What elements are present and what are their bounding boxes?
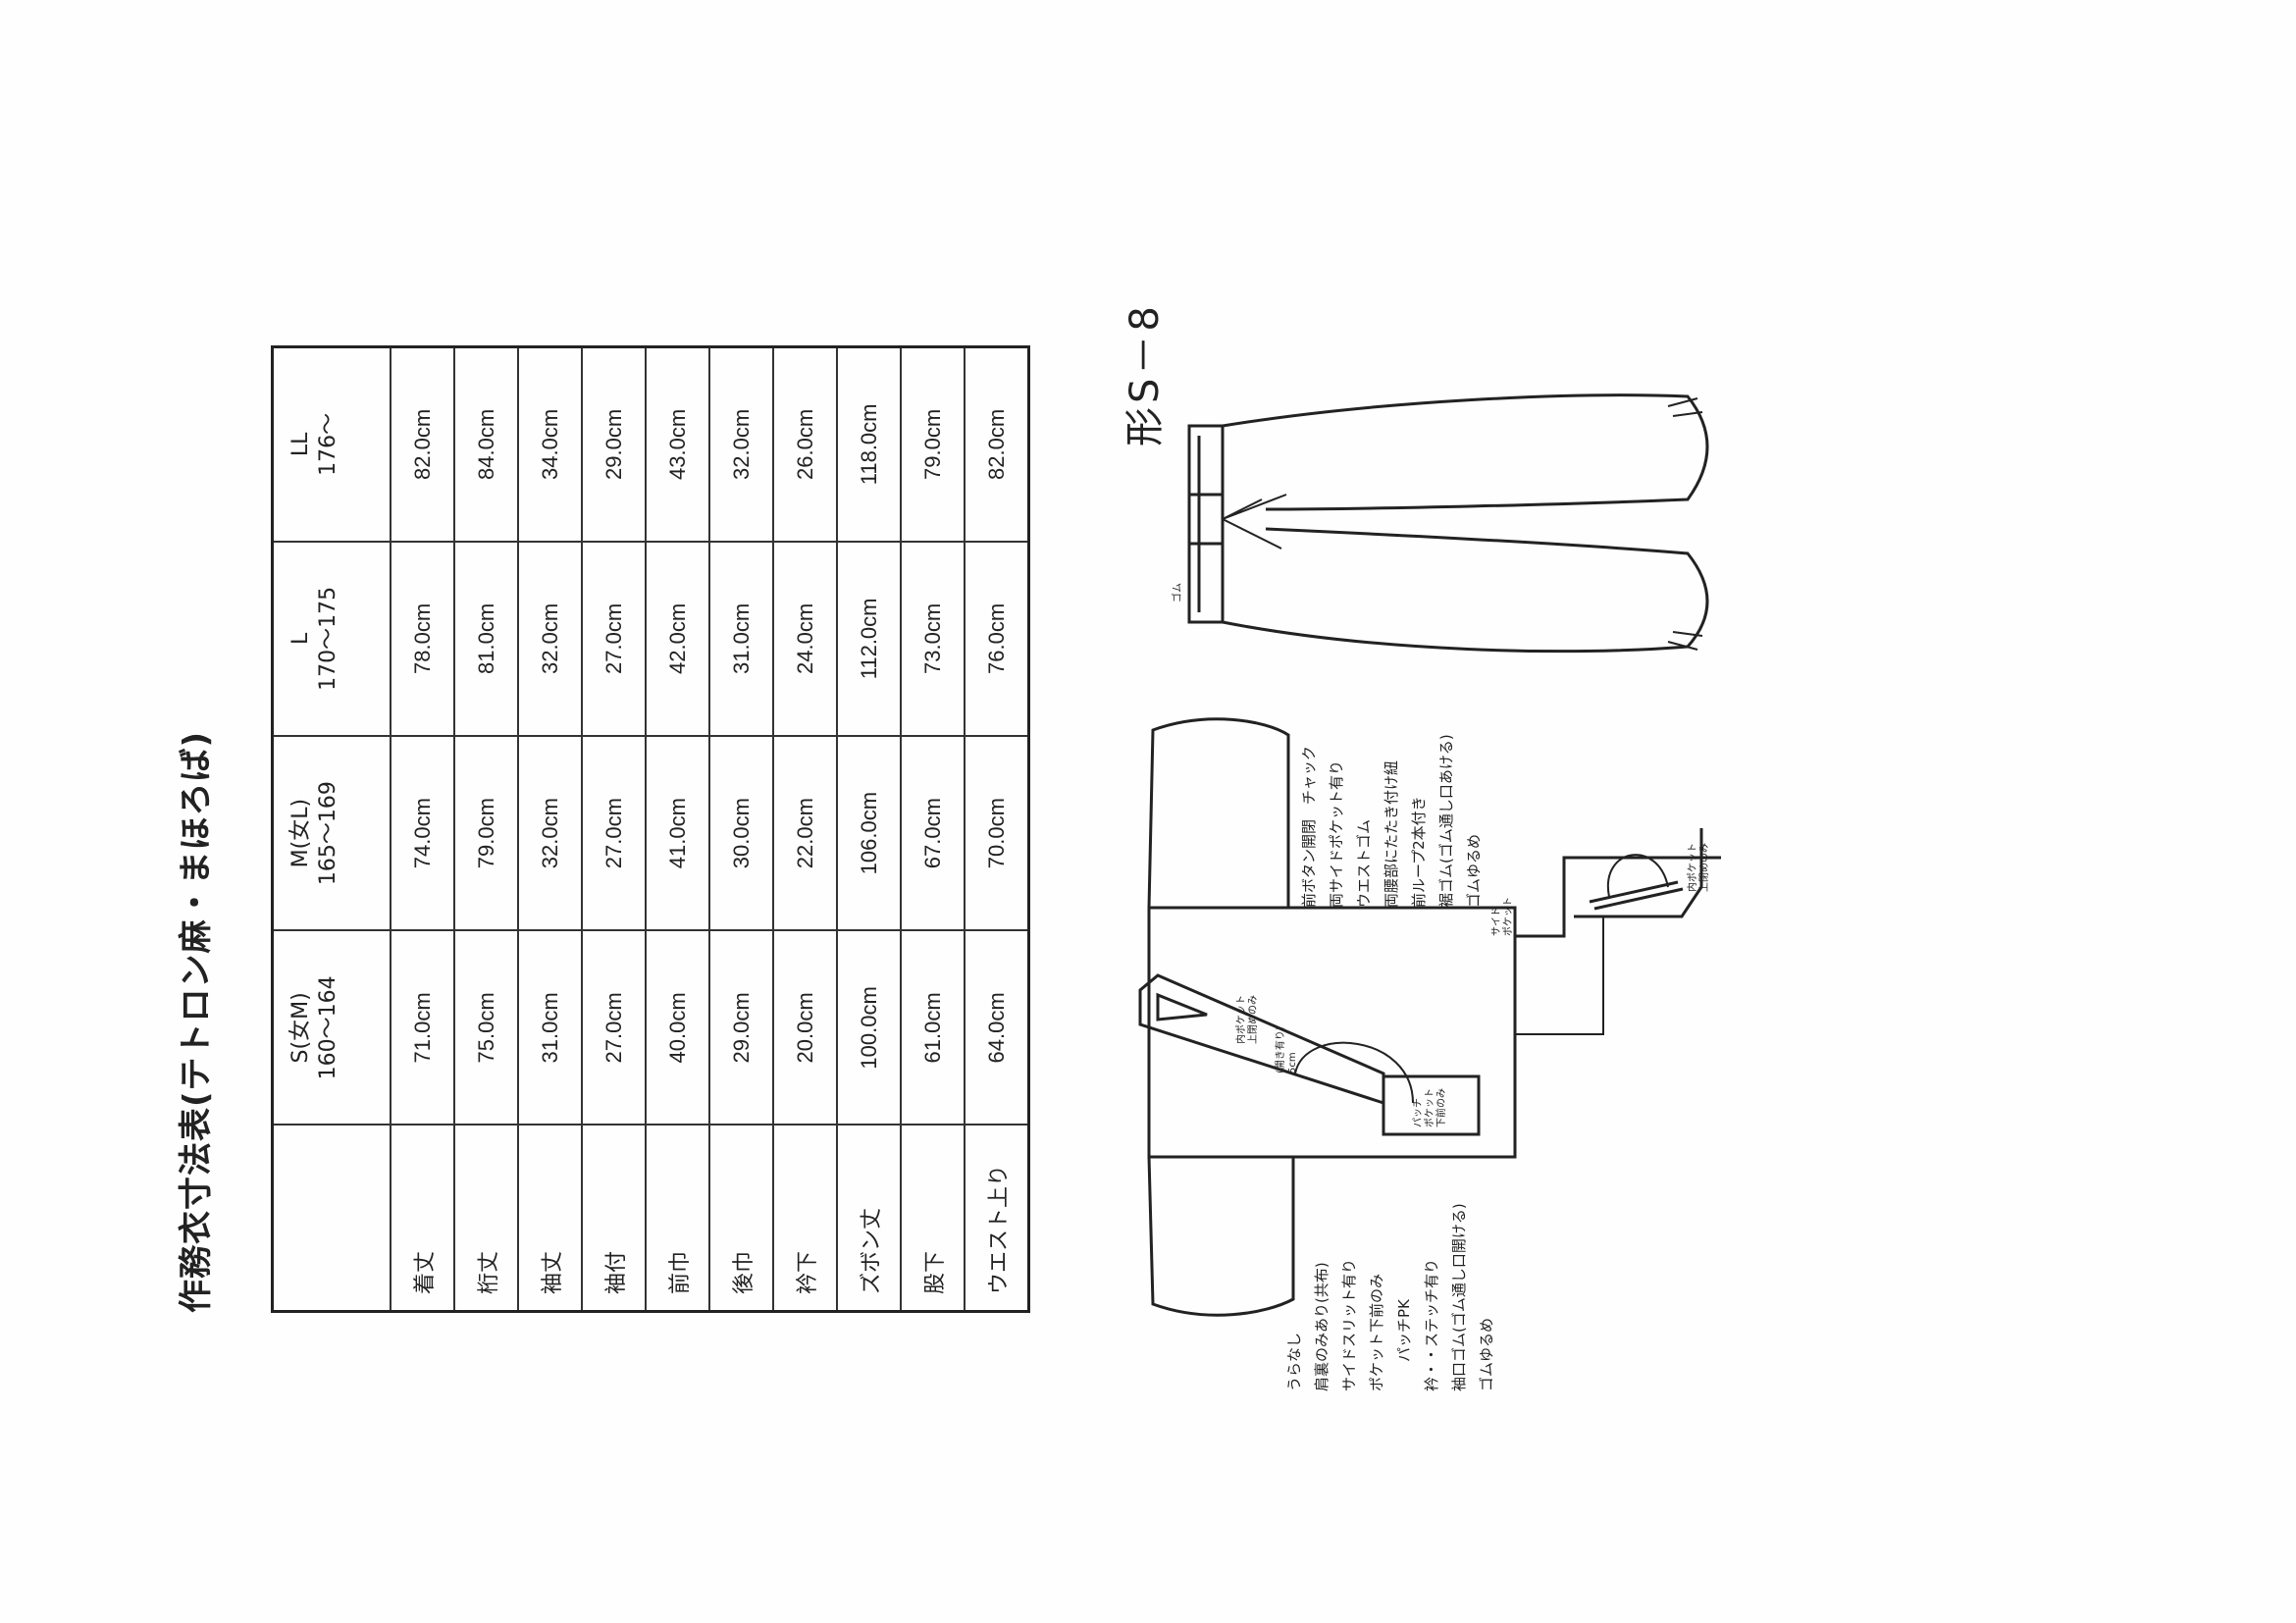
gomu-label: ゴム <box>1173 583 1183 602</box>
inner-pocket-open-label: (開き有り) 5cm <box>1276 1026 1298 1073</box>
inner-pocket-label: 内ポケット 上閉めのみ <box>1236 995 1259 1044</box>
jacket-notes: うらなし 肩裏のみあり(共布) サイドスリット有り ポケット下前のみ パッチPK… <box>1285 1203 1495 1391</box>
pocket-detail-illustration <box>1574 828 1703 918</box>
pants-notes: 前ボタン開閉 チャック 両サイドポケット有り ウエストゴム 両腰部にたたき付け紐… <box>1300 734 1483 908</box>
side-pocket-label: サイド ポケット <box>1491 897 1514 936</box>
jacket-illustration <box>1138 717 1721 1317</box>
patch-pocket-label: パッチ ポケット 下前のみ <box>1413 1088 1447 1127</box>
pocket-detail-label: 内ポケット 上閉めのみ <box>1688 843 1710 892</box>
pants-illustration <box>1187 393 1709 654</box>
